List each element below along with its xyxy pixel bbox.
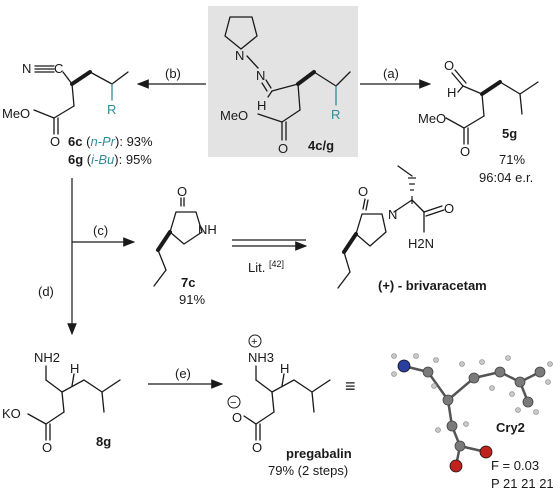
name-brivaracetam: (+) - brivaracetam [378,278,487,293]
compound-8g: NH2 H KO O 8g [2,350,121,455]
atom-n-ring: N [235,48,244,63]
label-6c: 6c [68,134,82,149]
substituent-r: R [107,102,116,117]
atom-o: O [177,184,187,199]
name-pregabalin: pregabalin [286,446,352,461]
atom-ko: KO [2,406,21,421]
charge-plus: + [251,336,257,348]
compound-7c: O NH 7c 91% [153,184,217,307]
detail-6c: n-Pr [90,134,115,149]
atom-h: H [70,361,79,376]
paren-close: ) [115,134,119,149]
reagent-e: (e) [175,366,191,381]
compound-4cg: N N H MeO O R 4c/g [208,6,358,157]
compound-pregabalin: + NH3 H − O O pregabalin 79% (2 steps) [227,334,352,478]
atom-nh3: NH3 [248,350,274,365]
reagent-c: (c) [93,223,108,238]
compound-label-7c: 7c [181,275,195,290]
label-6g: 6g [68,152,83,167]
atom-o-sphere [479,445,493,459]
atom-o-amide: O [444,201,454,216]
atom-o: O [42,440,52,455]
atom-meo: MeO [220,108,248,123]
atom-o-aldehyde: O [444,58,454,73]
compound-6g-line: 6g (i-Bu): 95% [68,152,152,167]
paren-open: ( [86,134,91,149]
paren-close: ) [114,152,118,167]
charge-minus: − [230,397,236,409]
atom-h2n: H2N [408,236,434,251]
atom-meo: MeO [418,111,446,126]
compound-brivaracetam: O N O H2N (+) - brivaracetam [337,165,487,293]
atom-n: N [388,207,397,222]
yield-pregabalin: 79% (2 steps) [268,463,348,478]
yield-6g: : 95% [119,152,153,167]
compound-6: N C R MeO O 6c (n-Pr): 93% 6g (i-Bu): 95… [2,61,153,167]
er-5g: 96:04 e.r. [479,170,533,185]
compound-6c-line: 6c (n-Pr): 93% [68,134,153,149]
atom-o-lactam: O [358,184,368,199]
atom-n-imine: N [256,68,265,83]
atom-o: O [252,440,262,455]
compound-5g: O H MeO O 5g 71% 96:04 e.r. [418,58,539,185]
equivalence-sign: ≡ [345,376,356,396]
yield-6c: : 93% [119,134,153,149]
flack-parameter: F = 0.03 [491,458,539,473]
atom-o: O [278,141,288,156]
atom-h: H [280,361,289,376]
atom-o: O [460,144,470,159]
crystal-structure: Cry2 F = 0.03 P 21 21 21 [391,353,554,489]
yield-5g: 71% [499,152,525,167]
paren-open: ( [87,152,92,167]
compound-label-8g: 8g [96,434,111,449]
atom-n: N [22,61,31,76]
atom-meo: MeO [2,106,30,121]
crystal-label: Cry2 [496,420,525,435]
lit-ref: [42] [269,259,284,269]
atom-h: H [257,98,266,113]
highlight-box [208,6,358,157]
space-group: P 21 21 21 [491,476,554,489]
compound-label-5g: 5g [502,126,517,141]
atom-h: H [447,85,456,100]
atom-o-sphere [449,459,463,473]
atom-nh: NH [198,222,217,237]
atom-n-sphere [397,359,411,373]
lit-text: Lit. [248,260,265,275]
atom-c: C [54,61,63,76]
atom-o: O [50,134,60,149]
compound-label-4cg: 4c/g [308,138,334,153]
literature-ref: Lit. [42] [248,259,284,275]
atom-o-minus: O [232,410,242,425]
reagent-a: (a) [383,66,399,81]
substituent-r: R [331,107,340,122]
reagent-d: (d) [38,284,54,299]
atom-nh2: NH2 [34,350,60,365]
detail-6g: i-Bu [91,152,114,167]
reagent-b: (b) [165,66,181,81]
yield-7c: 91% [179,292,205,307]
